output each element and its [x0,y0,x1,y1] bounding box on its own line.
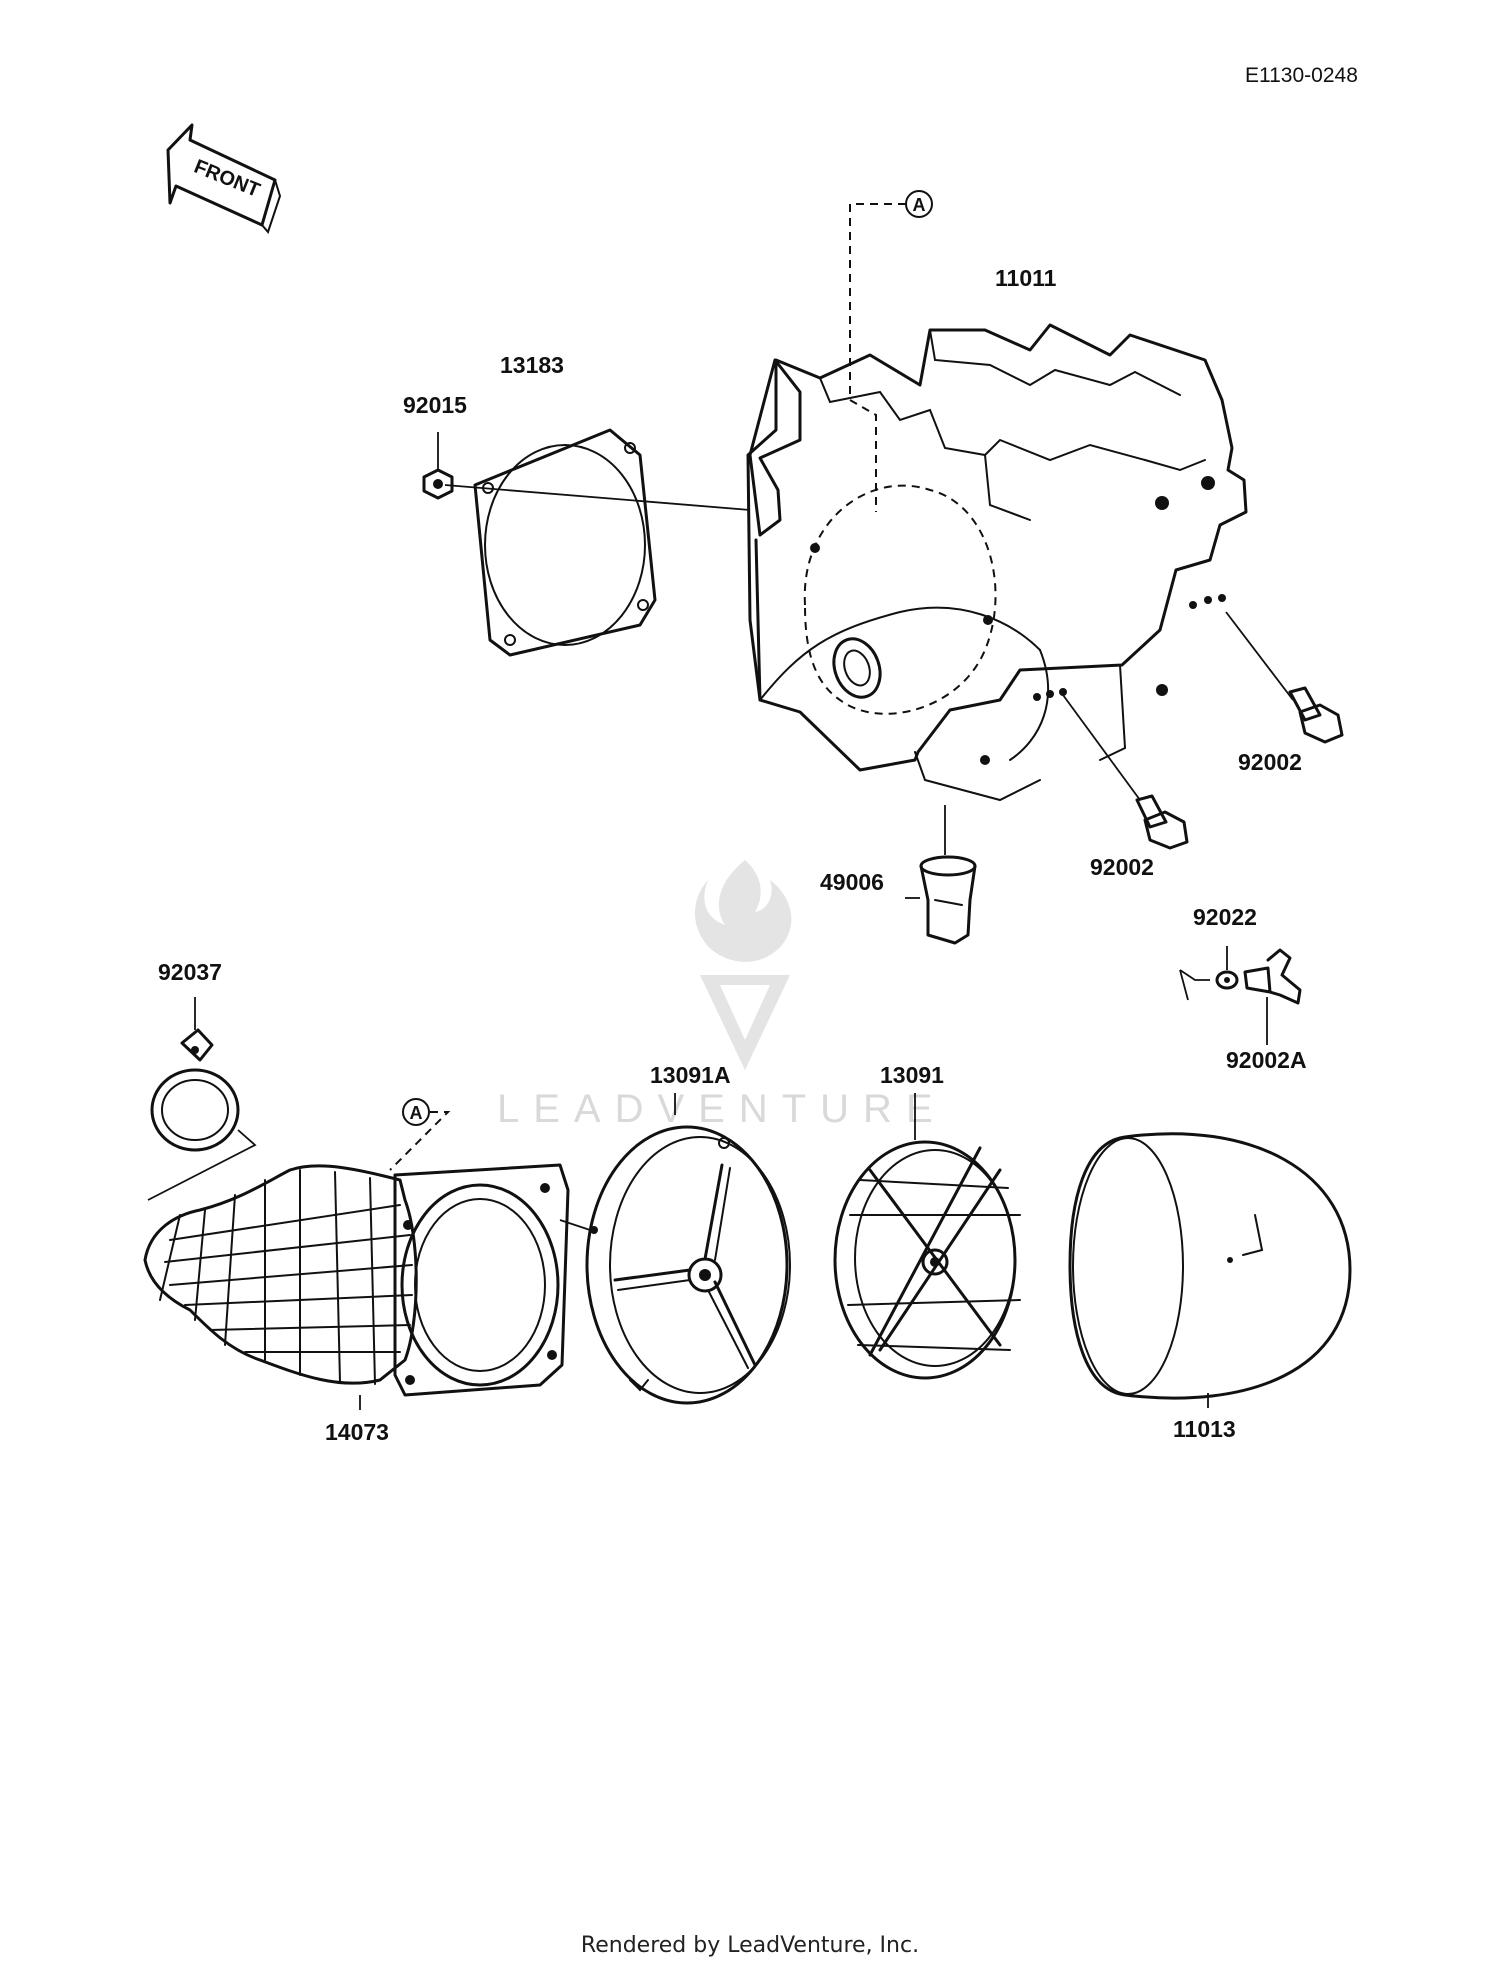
footer-credit: Rendered by LeadVenture, Inc. [581,1933,919,1958]
intake-duct [143,1163,598,1410]
element-frame [833,1093,1021,1380]
gasket [444,428,751,657]
bolt-92002-right [1225,611,1344,744]
label-11013: 11013 [1173,1416,1236,1442]
label-92037: 92037 [158,959,222,985]
element-holder [585,1093,791,1405]
label-92015: 92015 [403,392,467,418]
label-13183: 13183 [500,352,564,378]
nut-92015 [422,432,454,500]
label-92002-center: 92002 [1090,854,1154,880]
drain-plug [905,805,977,945]
label-92002-right: 92002 [1238,749,1302,775]
label-13091A: 13091A [650,1062,731,1088]
front-arrow-icon: FRONT [166,123,282,234]
bolt-92002-center [1062,694,1189,850]
svg-text:A: A [913,195,926,215]
front-label: FRONT [191,156,263,202]
leadventure-watermark: LEADVENTURE [497,860,947,1131]
svg-text:A: A [410,1103,423,1123]
label-14073: 14073 [325,1419,389,1445]
label-92002A: 92002A [1226,1047,1307,1073]
hose-clamp [147,997,257,1201]
watermark-text: LEADVENTURE [497,1087,947,1131]
label-11011: 11011 [995,265,1057,291]
callout-a-top: A [849,190,933,512]
label-13091: 13091 [880,1062,944,1088]
air-cleaner-case [746,323,1248,802]
diagram-code: E1130-0248 [1245,64,1358,87]
washer-and-wing-bolt [1179,946,1302,1045]
air-filter-element [1068,1132,1352,1408]
label-49006: 49006 [820,869,884,895]
label-92022: 92022 [1193,904,1257,930]
callout-a-bottom: A [389,1098,451,1171]
